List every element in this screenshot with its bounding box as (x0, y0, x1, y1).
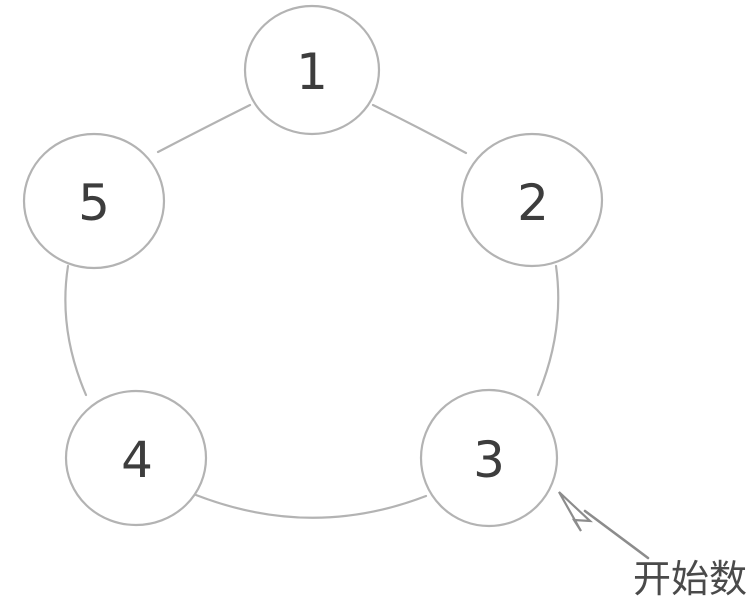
node-5[interactable]: 5 (22, 132, 166, 270)
node-2-label: 2 (517, 174, 549, 232)
node-5-circle[interactable] (22, 132, 166, 270)
link-arc-2-3 (536, 264, 560, 397)
node-4-circle[interactable] (64, 389, 208, 527)
node-1-label: 1 (296, 43, 328, 101)
node-1[interactable]: 1 (243, 4, 381, 136)
link-arc-3-4 (194, 493, 428, 519)
link-arc-5-1 (156, 103, 252, 154)
node-4[interactable]: 4 (64, 389, 208, 527)
link-arcs-group (64, 103, 560, 519)
node-3[interactable]: 3 (419, 388, 559, 528)
annotation-arrow-head-icon (558, 491, 593, 532)
node-2[interactable]: 2 (460, 132, 604, 268)
node-5-label: 5 (78, 174, 110, 232)
link-arc-4-5 (64, 264, 88, 397)
start-annotation: 开始数 (558, 491, 747, 601)
node-4-label: 4 (121, 431, 153, 489)
node-2-circle[interactable] (460, 132, 604, 268)
link-arc-1-2 (371, 103, 468, 155)
node-1-circle[interactable] (243, 4, 381, 136)
node-3-circle[interactable] (419, 388, 559, 528)
node-3-label: 3 (473, 431, 505, 489)
annotation-arrow-shaft (583, 509, 650, 560)
annotation-label: 开始数 (633, 557, 747, 601)
